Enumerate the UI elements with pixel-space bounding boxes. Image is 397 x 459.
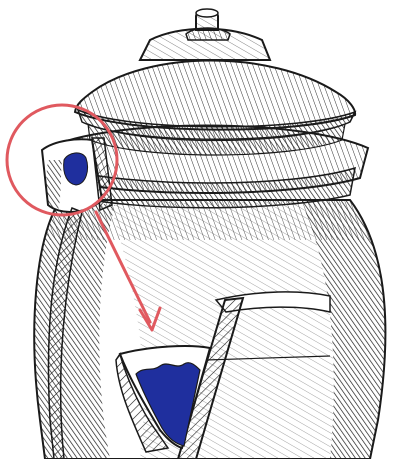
seal-water (64, 153, 88, 185)
water-seal-channel (42, 138, 112, 215)
lid-knob (186, 9, 230, 40)
jar-lid (75, 29, 355, 155)
